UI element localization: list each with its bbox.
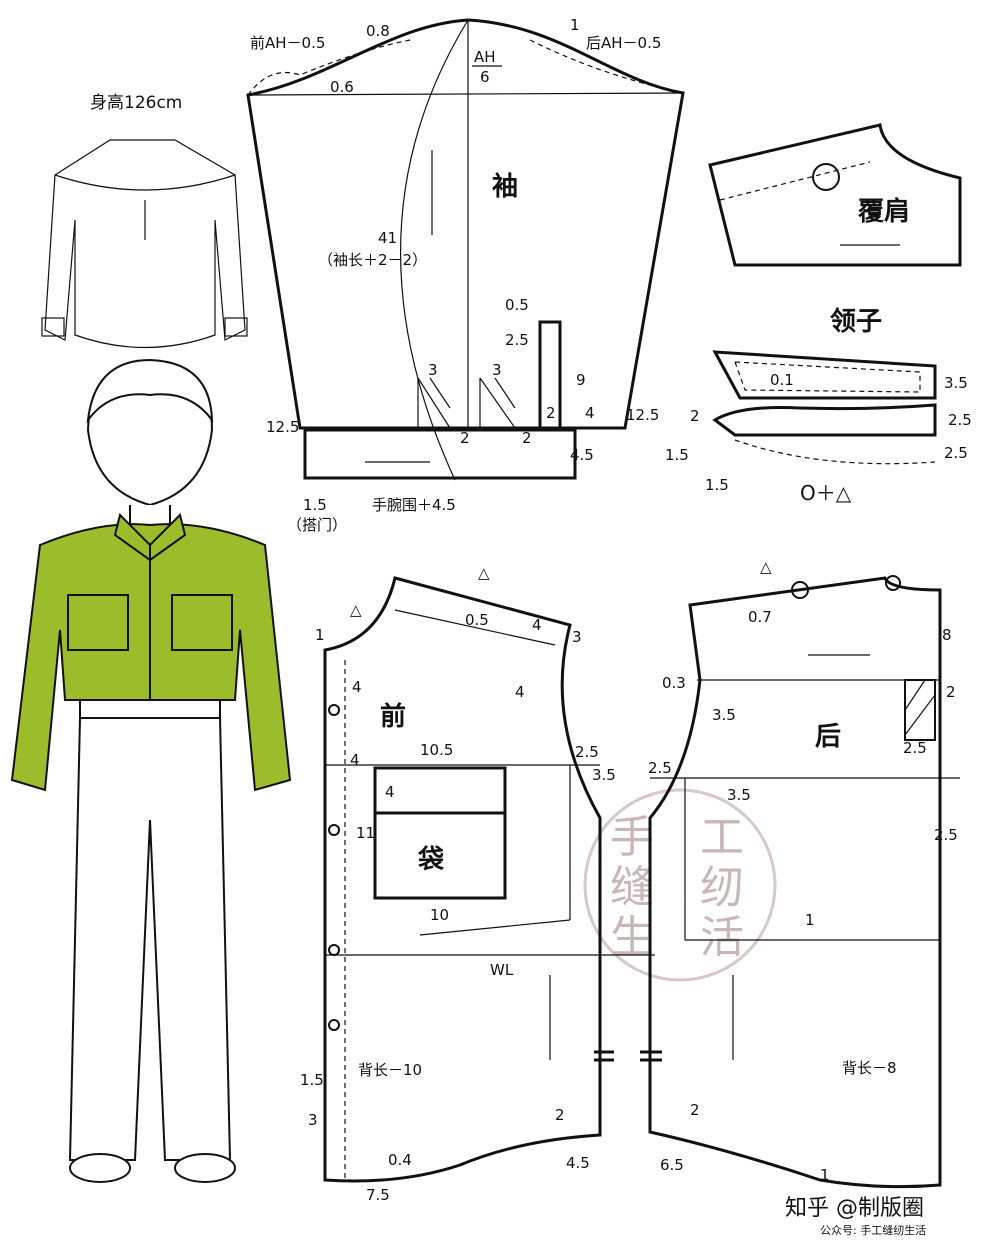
label: 0.6 [330,78,354,96]
watermark-seal: 手 工 缝 纫 生 活 [583,788,777,982]
label: 10 [430,906,449,924]
watermark-zhihu: 知乎 @制版圈 [785,1196,924,1221]
front-label: 前 [380,701,406,732]
watermark-official: 公众号: 手工缝纫生活 [820,1223,926,1237]
label: 1 [820,1166,830,1184]
label-front-ah: 前AH－0.5 [250,34,325,52]
label: 1.5 [300,1071,324,1089]
label: 2.5 [648,759,672,777]
label: 41 [378,229,397,247]
label: 3.5 [944,374,968,392]
label: 6.5 [660,1156,684,1174]
label: 2.5 [948,411,972,429]
label: 0.5 [505,296,529,314]
label: 2.5 [903,739,927,757]
label: 2.5 [934,826,958,844]
label: 2 [946,683,956,701]
label: 4.5 [570,446,594,464]
label: 12.5 [266,418,299,436]
label: 0.1 [770,371,794,389]
label: 4 [350,751,360,769]
label: 1 [315,626,325,644]
label: 2.5 [944,444,968,462]
label: 0.7 [748,608,772,626]
label: 1 [570,16,580,34]
label: 3.5 [592,766,616,784]
label: 1.5 [705,476,729,494]
label: AH [474,48,496,66]
label: （袖长＋2－2） [318,251,427,269]
sleeve-pattern: 袖 前AH－0.5 0.8 1 后AH－0.5 0.6 AH 6 41 （袖长＋… [246,16,685,534]
label: O＋△ [800,481,852,505]
label: 4 [532,616,542,634]
label: 9 [576,371,586,389]
label: 3.5 [727,786,751,804]
label: 2 [690,1101,700,1119]
label: 7.5 [366,1186,390,1204]
label: 背长－8 [842,1059,897,1077]
seal-char: 活 [700,912,744,963]
label: 0.8 [366,22,390,40]
label: 2 [690,407,700,425]
label: 3 [572,628,582,646]
label: 0.5 [465,611,489,629]
label: 0.4 [388,1151,412,1169]
label: WL [490,961,514,979]
yoke-pattern: 覆肩 [708,123,962,267]
label: 4 [515,683,525,701]
seal-char: 缝 [610,862,654,913]
front-body-pattern: △ △ 0.5 4 3 4 1 4 4 前 10.5 4 11 袋 10 2.5… [300,564,655,1204]
back-label: 后 [815,722,841,752]
label: 4 [385,783,395,801]
label: 手腕围＋4.5 [372,496,456,514]
label: 2 [555,1106,565,1124]
height-note: 身高126cm [90,93,182,113]
label: 11 [356,824,375,842]
shirt-back-sketch [41,139,248,349]
label: 3 [308,1111,318,1129]
label: 3.5 [712,706,736,724]
label: 1.5 [665,446,689,464]
label: 1 [805,911,815,929]
label: △ [350,601,362,619]
seal-char: 纫 [700,862,744,913]
boy-figure [10,358,292,1183]
label: 2.5 [575,743,599,761]
button-holes [328,704,340,1031]
label: △ [760,558,772,576]
collar-label: 领子 [830,306,882,337]
yoke-label: 覆肩 [857,196,910,227]
collar-pattern: 领子 0.1 3.5 2.5 2.5 2 1.5 1.5 O＋△ [665,306,972,505]
label: 12.5 [626,406,659,424]
sleeve-label: 袖 [492,171,518,202]
pocket-label: 袋 [417,845,445,875]
label: （搭门） [287,516,347,534]
back-body-pattern: △ 0.7 8 0.3 2 3.5 后 2.5 2.5 3.5 2.5 1 背长… [640,558,960,1189]
label: 3 [492,361,502,379]
label: 4 [585,404,595,422]
label: △ [478,564,490,582]
label: 10.5 [420,741,453,759]
label: 6 [480,68,490,86]
label: 2.5 [505,331,529,349]
label: 背长－10 [358,1061,422,1079]
seal-char: 手 [610,812,654,863]
label: 4 [352,678,362,696]
label: 3 [428,361,438,379]
label-back-ah: 后AH－0.5 [586,34,661,52]
label: 2 [522,429,532,447]
label: 0.3 [662,674,686,692]
seal-ring [583,788,777,982]
label: 4.5 [566,1154,590,1172]
seal-char: 工 [700,812,744,863]
label: 1.5 [303,496,327,514]
label: 8 [942,626,952,644]
label: 2 [460,429,470,447]
label: 2 [546,404,556,422]
